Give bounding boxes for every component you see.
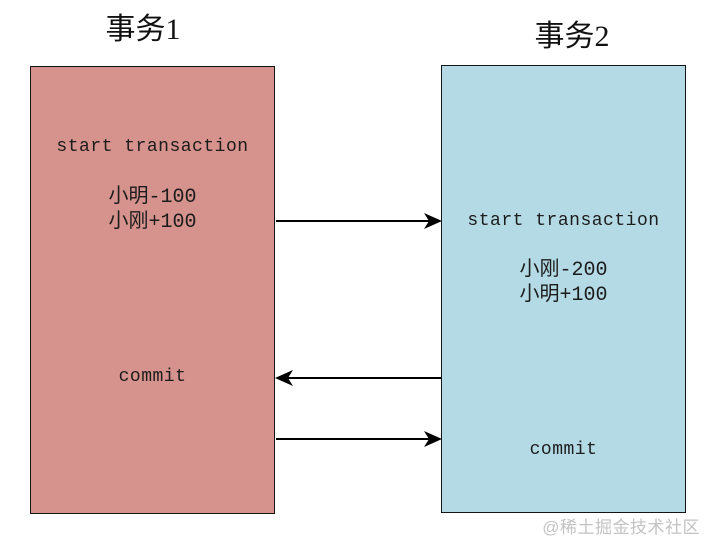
transaction1-op2-text: 小刚+100 (108, 211, 197, 234)
transaction1-title: 事务1 (105, 13, 181, 46)
transaction1-start-text: start transaction (56, 137, 249, 157)
transaction2-title: 事务2 (534, 20, 610, 53)
transaction2-op1-text: 小刚-200 (519, 259, 608, 282)
transaction1-op1-text: 小明-100 (108, 186, 197, 209)
transaction1-commit-text: commit (118, 367, 187, 387)
arrow-t2-to-t1 (275, 370, 441, 386)
arrow-t1-to-t2-first (276, 213, 442, 229)
transaction2-op2-text: 小明+100 (519, 284, 608, 307)
transaction1-box: start transaction 小明-100 小刚+100 commit (30, 66, 275, 514)
arrow-t1-to-t2-second (276, 431, 442, 447)
transaction2-start-text: start transaction (467, 211, 660, 231)
watermark: @稀土掘金技术社区 (542, 518, 700, 537)
transaction2-box: start transaction 小刚-200 小明+100 commit (441, 65, 686, 513)
transaction2-commit-text: commit (529, 440, 598, 460)
